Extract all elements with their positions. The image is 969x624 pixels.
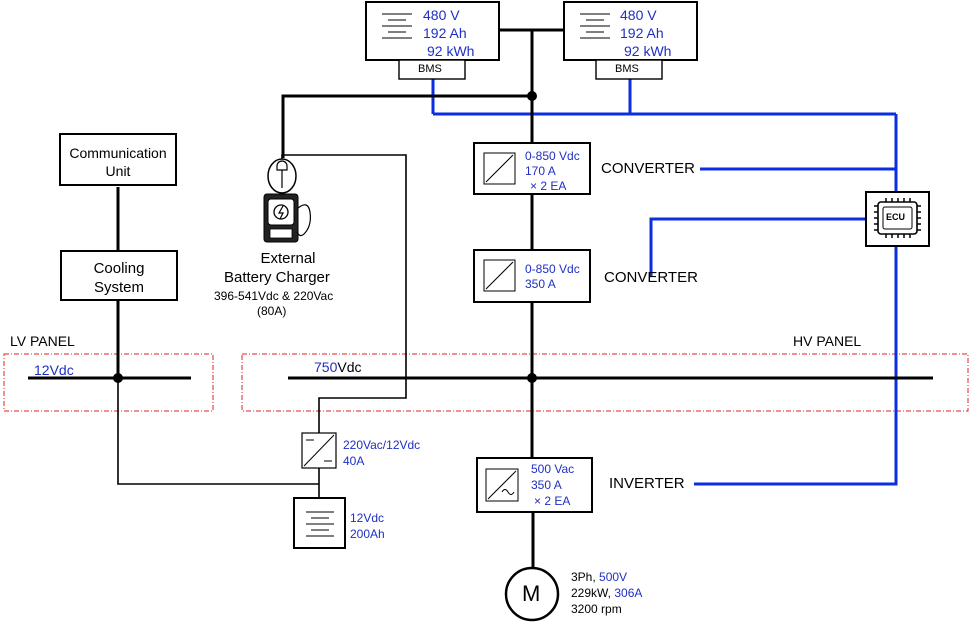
converter-1-label: CONVERTER [601,160,695,177]
battery-2-bms-box [595,59,663,80]
hv-panel-voltage-number: 750 [314,359,338,375]
hv-panel-voltage-unit: Vdc [337,359,362,375]
battery-1-bms-box [398,59,466,80]
dc-converter-current: 40A [343,454,365,468]
cooling-system-line2: System [93,279,144,296]
motor-spec-line1: 3Ph, 500V [571,571,627,583]
cooling-system-line1: Cooling [93,260,145,277]
junction-dot-top [527,91,537,101]
inverter-sine-icon [501,489,515,495]
charger-spec-line2: (80A) [257,304,287,318]
battery-1-symbol-icon [382,13,412,39]
hv-panel-label: HV PANEL [793,333,862,349]
battery-2-energy: 92 kWh [624,43,672,59]
hv-panel-border [241,353,969,412]
motor-voltage: 500V [599,570,628,584]
charger-icon [263,158,311,243]
battery-1-capacity: 192 Ah [423,25,467,41]
battery-2-box [563,1,698,61]
inverter-current: 350 A [531,478,562,492]
battery-1-voltage: 480 V [423,7,460,23]
signal-lines [431,79,898,486]
motor-spec-line2: 229kW, 306A [571,587,642,599]
converter-2-voltage: 0-850 Vdc [525,262,580,276]
lv-battery-capacity: 200Ah [350,527,385,541]
converter-2-label: CONVERTER [604,269,698,286]
converter-2-current: 350 A [525,277,556,291]
dc-converter-rating: 220Vac/12Vdc [343,438,421,452]
junction-dot-lv [113,373,123,383]
dc-converter-diagonal [303,434,335,467]
lv-battery-box [293,497,346,549]
inverter-diagonal [487,470,517,500]
motor-circle [504,566,560,622]
motor-current: 306A [614,586,643,600]
ecu-label: ECU [886,212,906,222]
motor-speed: 3200 rpm [571,602,622,616]
battery-2-voltage: 480 V [620,7,657,23]
charger-spec-line1: 396-541Vdc & 220Vac [214,289,334,303]
lv-battery-voltage: 12Vdc [350,511,385,525]
communication-unit-box: Communication Unit [59,133,177,186]
battery-2-bms-label: BMS [615,63,639,75]
inverter-count: × 2 EA [534,494,571,508]
thin-lines [117,154,407,498]
charger-label-line2: Battery Charger [224,269,330,286]
motor-power: 229kW, [571,586,612,600]
junction-dot-hv [527,373,537,383]
converter-1-count: × 2 EA [530,179,567,193]
lv-panel-voltage: 12Vdc [34,362,74,378]
motor-phase: 3Ph, [571,570,596,584]
lv-panel-border [3,353,214,412]
ecu-chip-icon [865,191,930,247]
charger-label-line1: External [260,250,316,267]
converter-2-diagonal [485,261,514,290]
battery-2-capacity: 192 Ah [620,25,664,41]
communication-unit-line2: Unit [105,163,131,179]
converter-1-current: 170 A [525,164,556,178]
cooling-system-box: Cooling System [60,250,178,301]
lv-panel-label: LV PANEL [10,333,75,349]
battery-1-energy: 92 kWh [427,43,475,59]
inverter-voltage: 500 Vac [531,462,575,476]
inverter-label: INVERTER [609,475,685,492]
battery-1-box [365,1,500,61]
motor-symbol: M [522,581,541,606]
lv-battery-symbol-icon [306,511,334,537]
communication-unit-line1: Communication [69,145,167,161]
battery-2-symbol-icon [580,13,610,39]
battery-1-bms-label: BMS [418,63,442,75]
hv-panel-voltage: 750Vdc [314,360,361,374]
converter-1-diagonal [485,154,514,183]
converter-1-voltage: 0-850 Vdc [525,149,580,163]
